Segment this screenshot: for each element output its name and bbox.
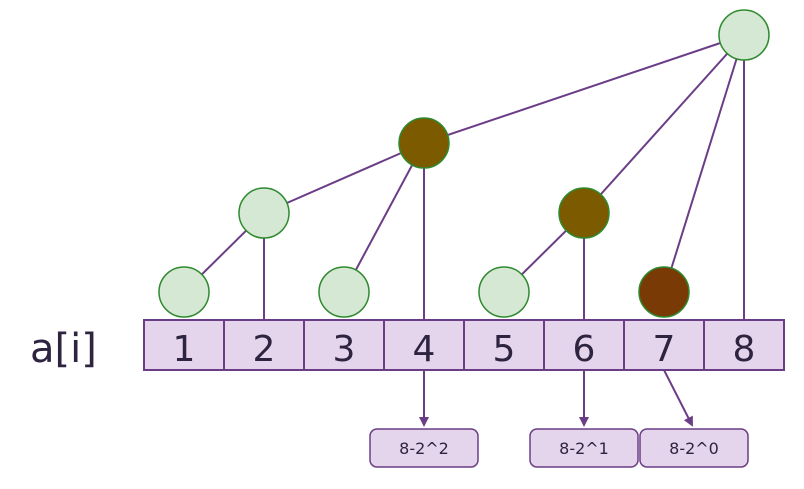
array-cell-7-label: 7 bbox=[653, 329, 676, 370]
array-cell-2-label: 2 bbox=[253, 329, 276, 370]
index-boxes: 8-2^2 8-2^1 8-2^0 bbox=[369, 428, 749, 468]
tree-node-8 bbox=[718, 9, 770, 61]
array-cell-7-box bbox=[623, 319, 705, 371]
edge-n4-n3 bbox=[343, 142, 425, 293]
array-cell-5-label: 5 bbox=[493, 329, 516, 370]
array-cell-6-label: 6 bbox=[573, 329, 596, 370]
tree-node-4 bbox=[398, 117, 450, 169]
arrow-cell7-to-box bbox=[663, 369, 693, 427]
index-box-1-label: 8-2^2 bbox=[399, 439, 449, 458]
edge-n8-n7 bbox=[663, 34, 745, 293]
index-arrows bbox=[419, 369, 693, 427]
index-box-2-label: 8-2^1 bbox=[559, 439, 609, 458]
tree-node-7 bbox=[638, 266, 690, 318]
tree-node-2 bbox=[238, 187, 290, 239]
index-box-3 bbox=[639, 428, 749, 468]
array-cell-8-label: 8 bbox=[733, 329, 756, 370]
index-box-1 bbox=[369, 428, 479, 468]
tree-node-1 bbox=[158, 266, 210, 318]
array-cell-1-box bbox=[143, 319, 225, 371]
tree-node-3 bbox=[318, 266, 370, 318]
array-label: a[i] bbox=[30, 326, 97, 372]
array-cell-4-box bbox=[383, 319, 465, 371]
edge-n8-n4 bbox=[423, 34, 745, 144]
edge-n8-n6 bbox=[583, 34, 745, 214]
tree-nodes bbox=[158, 9, 770, 318]
array-cell-6-box bbox=[543, 319, 625, 371]
array-cell-5-box bbox=[463, 319, 545, 371]
array-cell-1-label: 1 bbox=[173, 329, 196, 370]
tree-node-5 bbox=[478, 266, 530, 318]
array-cell-4-label: 4 bbox=[413, 329, 436, 370]
tree-node-6 bbox=[558, 187, 610, 239]
array-cell-3-label: 3 bbox=[333, 329, 356, 370]
array-cell-2-box bbox=[223, 319, 305, 371]
index-box-2 bbox=[529, 428, 639, 468]
array-cells: 1 2 3 4 5 6 7 8 bbox=[143, 319, 785, 371]
index-box-3-label: 8-2^0 bbox=[669, 439, 719, 458]
array-cell-8-box bbox=[703, 319, 785, 371]
edge-n4-n2 bbox=[263, 142, 425, 214]
